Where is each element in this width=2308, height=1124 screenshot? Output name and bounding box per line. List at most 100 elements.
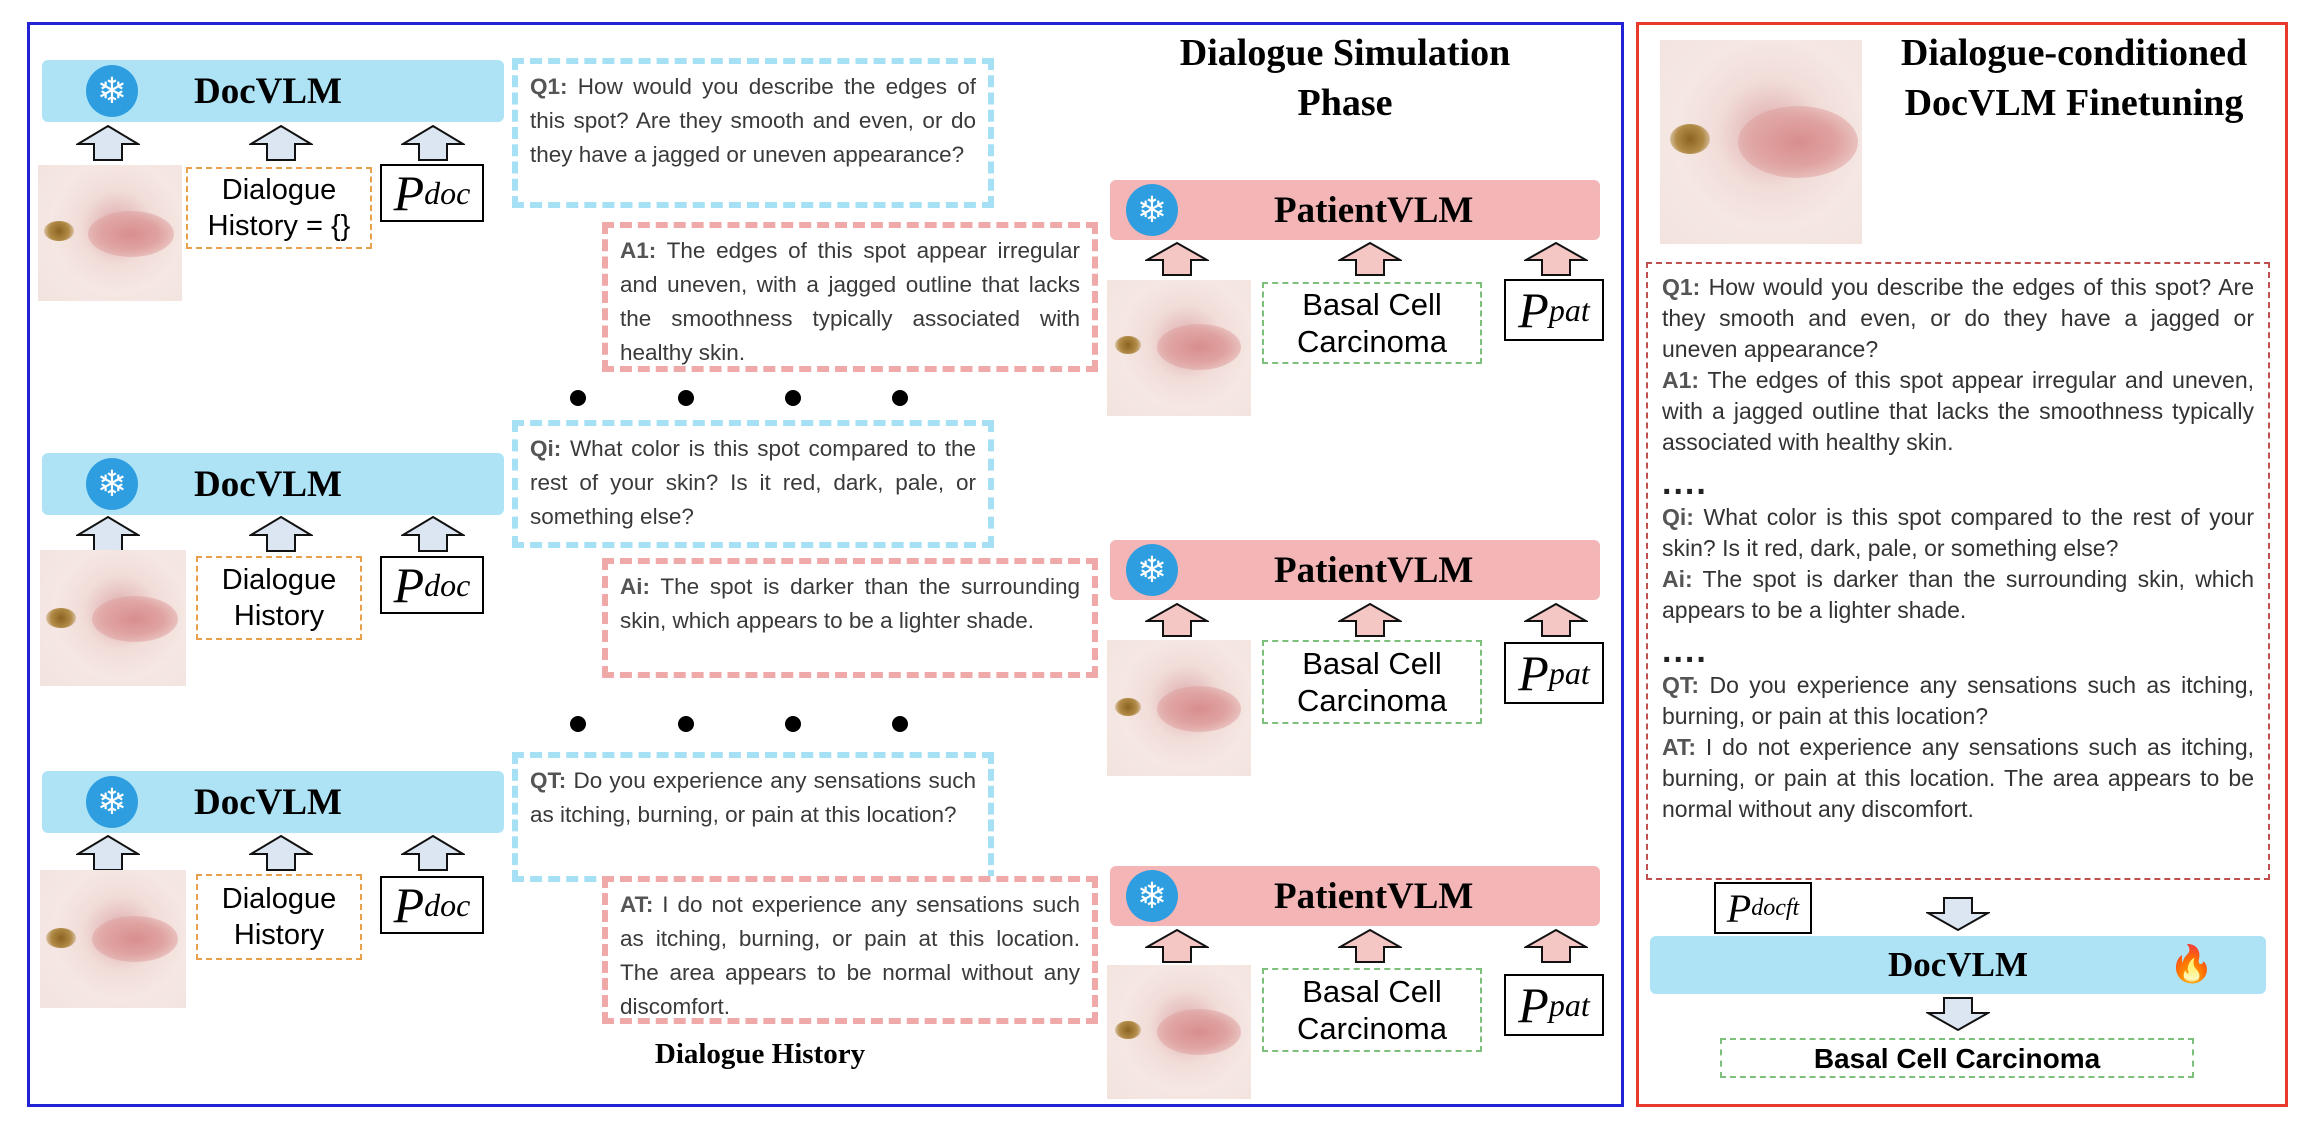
mole-spot	[46, 928, 76, 948]
ellipsis-dot	[678, 390, 694, 406]
dialogue-entry: A1: The edges of this spot appear irregu…	[1662, 365, 2254, 458]
qi-tag: Qi:	[530, 436, 562, 461]
up-arrow-icon	[401, 124, 465, 161]
simulation-title: Dialogue Simulation Phase	[1120, 28, 1570, 128]
p-doc-base: P	[393, 557, 425, 613]
lesion-spot	[1738, 106, 1858, 178]
up-arrow-icon	[1524, 241, 1588, 276]
down-arrow-icon	[1926, 997, 1990, 1032]
p-docft-base: P	[1726, 885, 1752, 931]
dialogue-history-caption: Dialogue History	[654, 1038, 866, 1070]
up-arrow-icon	[76, 124, 140, 161]
at-text: I do not experience any sensations such …	[620, 892, 1080, 1019]
skin-lesion-image	[1107, 640, 1251, 776]
history-line1: Dialogue	[221, 174, 337, 206]
docvlm-bar-2: ❄ DocVLM	[42, 453, 504, 515]
dialogue-entry: QT: Do you experience any sensations suc…	[1662, 670, 2254, 732]
p-doc-base: P	[393, 877, 425, 933]
patientvlm-bar-1: ❄ PatientVLM	[1110, 180, 1600, 240]
a1-tag: A1:	[620, 238, 657, 263]
docvlm-label: DocVLM	[194, 781, 342, 823]
up-arrow-icon	[1145, 241, 1209, 276]
up-arrow-icon	[1145, 928, 1209, 963]
ellipsis-dot	[785, 716, 801, 732]
diagnosis-line1: Basal Cell	[1302, 974, 1442, 1009]
history-line2: History	[233, 919, 325, 951]
lesion-spot	[1157, 324, 1241, 370]
skin-lesion-image	[1660, 40, 1862, 244]
ellipsis-dot	[570, 716, 586, 732]
p-docft-sub: docft	[1751, 894, 1800, 921]
answer-box-i: Ai: The spot is darker than the surround…	[602, 558, 1098, 678]
a1-text: The edges of this spot appear irregular …	[620, 238, 1080, 365]
ellipsis-dot	[892, 390, 908, 406]
up-arrow-icon	[1338, 602, 1402, 637]
diagnosis-line2: Carcinoma	[1297, 683, 1447, 718]
snowflake-icon: ❄	[86, 65, 138, 117]
p-pat-base: P	[1518, 645, 1549, 701]
at-tag: AT:	[620, 892, 654, 917]
lesion-spot	[92, 596, 178, 642]
up-arrow-icon	[401, 515, 465, 552]
dialogue-entry: AT: I do not experience any sensations s…	[1662, 732, 2254, 825]
question-box-1: Q1: How would you describe the edges of …	[512, 58, 994, 208]
qi-tag: Qi:	[1662, 504, 1694, 530]
diagnosis-line1: Basal Cell	[1302, 287, 1442, 322]
at-text: I do not experience any sensations such …	[1662, 734, 2254, 822]
p-pat-sub: pat	[1548, 986, 1590, 1023]
a1-text: The edges of this spot appear irregular …	[1662, 367, 2254, 455]
diagnosis-line2: Carcinoma	[1297, 324, 1447, 359]
dialogue-entry: Ai: The spot is darker than the surround…	[1662, 564, 2254, 626]
q1-text: How would you describe the edges of this…	[530, 74, 976, 167]
up-arrow-icon	[1338, 241, 1402, 276]
history-line1: Dialogue	[221, 564, 337, 596]
ai-tag: Ai:	[620, 574, 650, 599]
snowflake-icon: ❄	[1126, 544, 1178, 596]
answer-box-t: AT: I do not experience any sensations s…	[602, 876, 1098, 1024]
dialogue-history-panel: Q1: How would you describe the edges of …	[1646, 262, 2270, 880]
ellipsis-separator: ....	[1662, 464, 1708, 502]
dialogue-entry: Qi: What color is this spot compared to …	[1662, 502, 2254, 564]
p-doc-sub: doc	[424, 174, 471, 211]
snowflake-icon: ❄	[1126, 870, 1178, 922]
output-diagnosis-box: Basal Cell Carcinoma	[1720, 1038, 2194, 1078]
patientvlm-bar-2: ❄ PatientVLM	[1110, 540, 1600, 600]
history-line2: History = {}	[207, 210, 351, 242]
lesion-spot	[1157, 686, 1241, 732]
skin-lesion-image	[38, 165, 182, 301]
at-tag: AT:	[1662, 734, 1697, 760]
lesion-spot	[92, 916, 178, 962]
history-line1: Dialogue	[221, 883, 337, 915]
finetuning-panel	[1636, 22, 2288, 1107]
skin-lesion-image	[40, 550, 186, 686]
mole-spot	[1670, 124, 1710, 154]
p-pat-sub: pat	[1548, 291, 1590, 328]
patientvlm-label: PatientVLM	[1274, 549, 1474, 591]
patientvlm-label: PatientVLM	[1274, 875, 1474, 917]
up-arrow-icon	[76, 834, 140, 871]
up-arrow-icon	[76, 515, 140, 552]
snowflake-icon: ❄	[86, 458, 138, 510]
simulation-title-line2: Phase	[1297, 82, 1393, 124]
lesion-spot	[1157, 1009, 1241, 1055]
p-doc-base: P	[393, 165, 425, 221]
dialogue-simulation-panel	[27, 22, 1624, 1107]
up-arrow-icon	[249, 124, 313, 161]
mole-spot	[1115, 336, 1141, 354]
finetuning-title-line2: DocVLM Finetuning	[1904, 82, 2244, 124]
docvlm-finetuned-bar: DocVLM 🔥	[1650, 936, 2266, 994]
diagnosis-line2: Carcinoma	[1297, 1011, 1447, 1046]
qt-text: Do you experience any sensations such as…	[1662, 672, 2254, 729]
dialogue-entry: Q1: How would you describe the edges of …	[1662, 272, 2254, 365]
ai-tag: Ai:	[1662, 566, 1693, 592]
answer-box-1: A1: The edges of this spot appear irregu…	[602, 222, 1098, 372]
finetuning-title: Dialogue-conditioned DocVLM Finetuning	[1872, 28, 2276, 128]
p-doc-sub: doc	[424, 886, 471, 923]
